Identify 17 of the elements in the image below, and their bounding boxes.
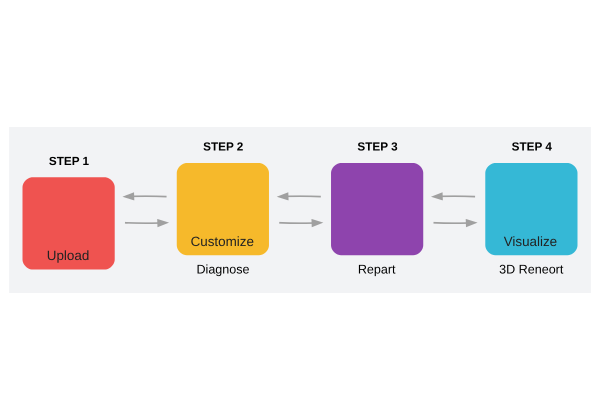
arrow xyxy=(279,218,324,228)
node-label: STEP 1 xyxy=(48,154,90,168)
node-label: 3D Reneort xyxy=(499,262,564,277)
node-box: Upload xyxy=(22,177,115,270)
node-box xyxy=(331,163,424,256)
node-label: STEP 2 xyxy=(203,140,244,154)
arrow xyxy=(124,218,170,228)
node-box: Visualize xyxy=(485,163,578,256)
arrow xyxy=(430,192,476,200)
node-box: Customize xyxy=(176,163,269,256)
arrow xyxy=(276,192,321,200)
node-label: STEP 3 xyxy=(357,140,398,154)
node-label: Diagnose xyxy=(196,262,250,277)
node-label: Repart xyxy=(358,262,396,277)
node-label: STEP 4 xyxy=(512,140,552,154)
arrow xyxy=(122,192,167,200)
arrow xyxy=(433,218,478,228)
